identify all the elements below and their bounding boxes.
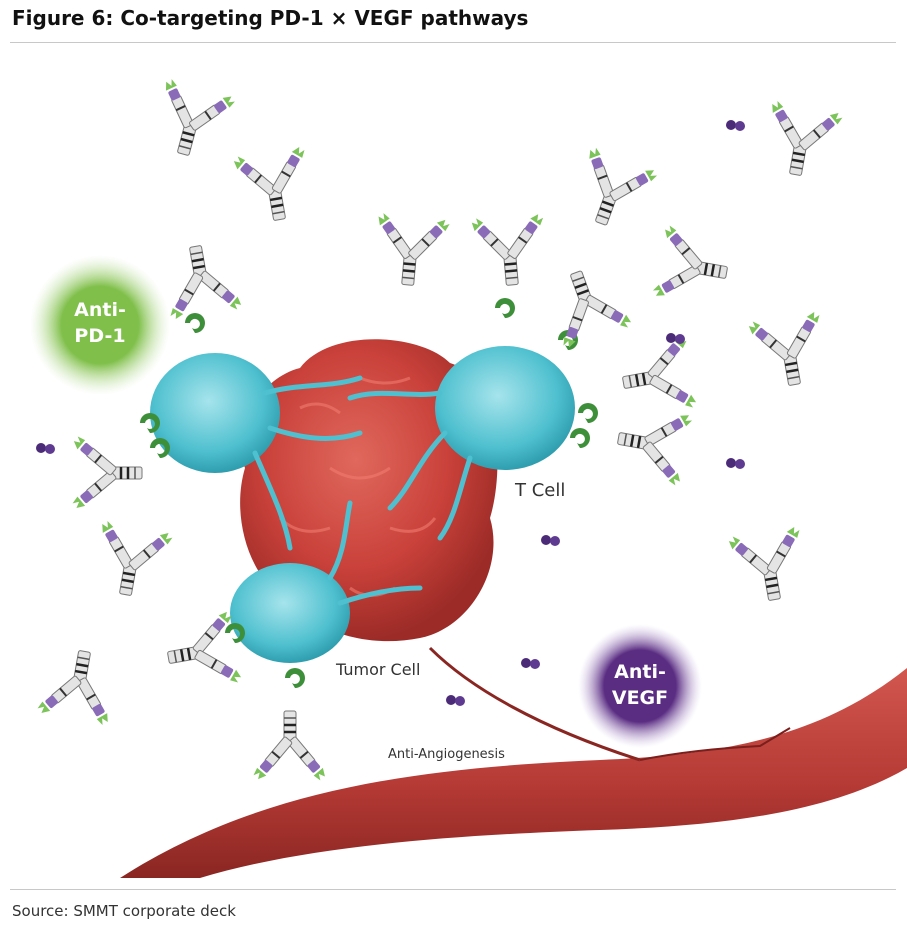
bispecific-antibody — [158, 240, 245, 323]
vegf-ligand — [36, 443, 55, 454]
pd1-binder — [285, 668, 305, 688]
vegf-ligand — [541, 535, 560, 546]
footer-divider — [10, 889, 896, 890]
bispecific-antibody — [370, 211, 452, 288]
bispecific-antibody — [468, 211, 550, 288]
tumor-cell-label: Tumor Cell — [335, 660, 420, 679]
bispecific-antibody — [725, 523, 812, 606]
vegf-ligand — [726, 120, 745, 131]
anti-angiogenesis-label: Anti-Angiogenesis — [388, 747, 505, 762]
bispecific-antibody — [540, 260, 636, 352]
bispecific-antibody — [745, 308, 832, 391]
vegf-ligand — [726, 458, 745, 469]
bispecific-antibody — [35, 645, 122, 728]
bispecific-antibody — [650, 223, 733, 310]
bispecific-antibody — [612, 401, 695, 488]
source-note: Source: SMMT corporate deck — [12, 902, 236, 920]
anti-vegf-label-line1: Anti- — [614, 661, 666, 683]
pd1-binder — [495, 298, 515, 318]
bispecific-antibody — [146, 76, 238, 164]
figure-title: Figure 6: Co-targeting PD-1 × VEGF pathw… — [12, 6, 528, 30]
pd1-binder — [570, 428, 590, 448]
bispecific-antibody — [252, 711, 328, 782]
anti-vegf-label-line2: VEGF — [612, 687, 668, 709]
bispecific-antibody — [758, 98, 845, 181]
bispecific-antibody — [230, 143, 317, 226]
bispecific-antibody — [71, 435, 142, 511]
bispecific-antibody — [88, 518, 175, 601]
t-cell-label: T Cell — [514, 480, 565, 501]
vegf-ligand — [521, 658, 540, 669]
pd1-vegf-diagram: Anti- PD-1 Anti- VEGF T Cell Tumor Cell … — [0, 48, 907, 878]
anti-pd1-label-line2: PD-1 — [74, 325, 125, 347]
bispecific-antibody — [617, 333, 700, 420]
anti-pd1-label-line1: Anti- — [74, 299, 126, 321]
pd1-binder — [578, 403, 598, 423]
pd1-binder — [225, 623, 245, 643]
anti-vegf-badge: Anti- VEGF — [578, 624, 702, 748]
bispecific-antibody — [565, 144, 661, 236]
vegf-ligand — [666, 333, 685, 344]
pd1-binder — [140, 413, 160, 433]
title-divider — [10, 42, 896, 43]
pd1-binder — [150, 438, 170, 458]
blood-vessel — [120, 648, 907, 878]
anti-pd1-badge: Anti- PD-1 — [30, 255, 170, 395]
pd1-binder — [185, 313, 205, 333]
vegf-ligand — [446, 695, 465, 706]
